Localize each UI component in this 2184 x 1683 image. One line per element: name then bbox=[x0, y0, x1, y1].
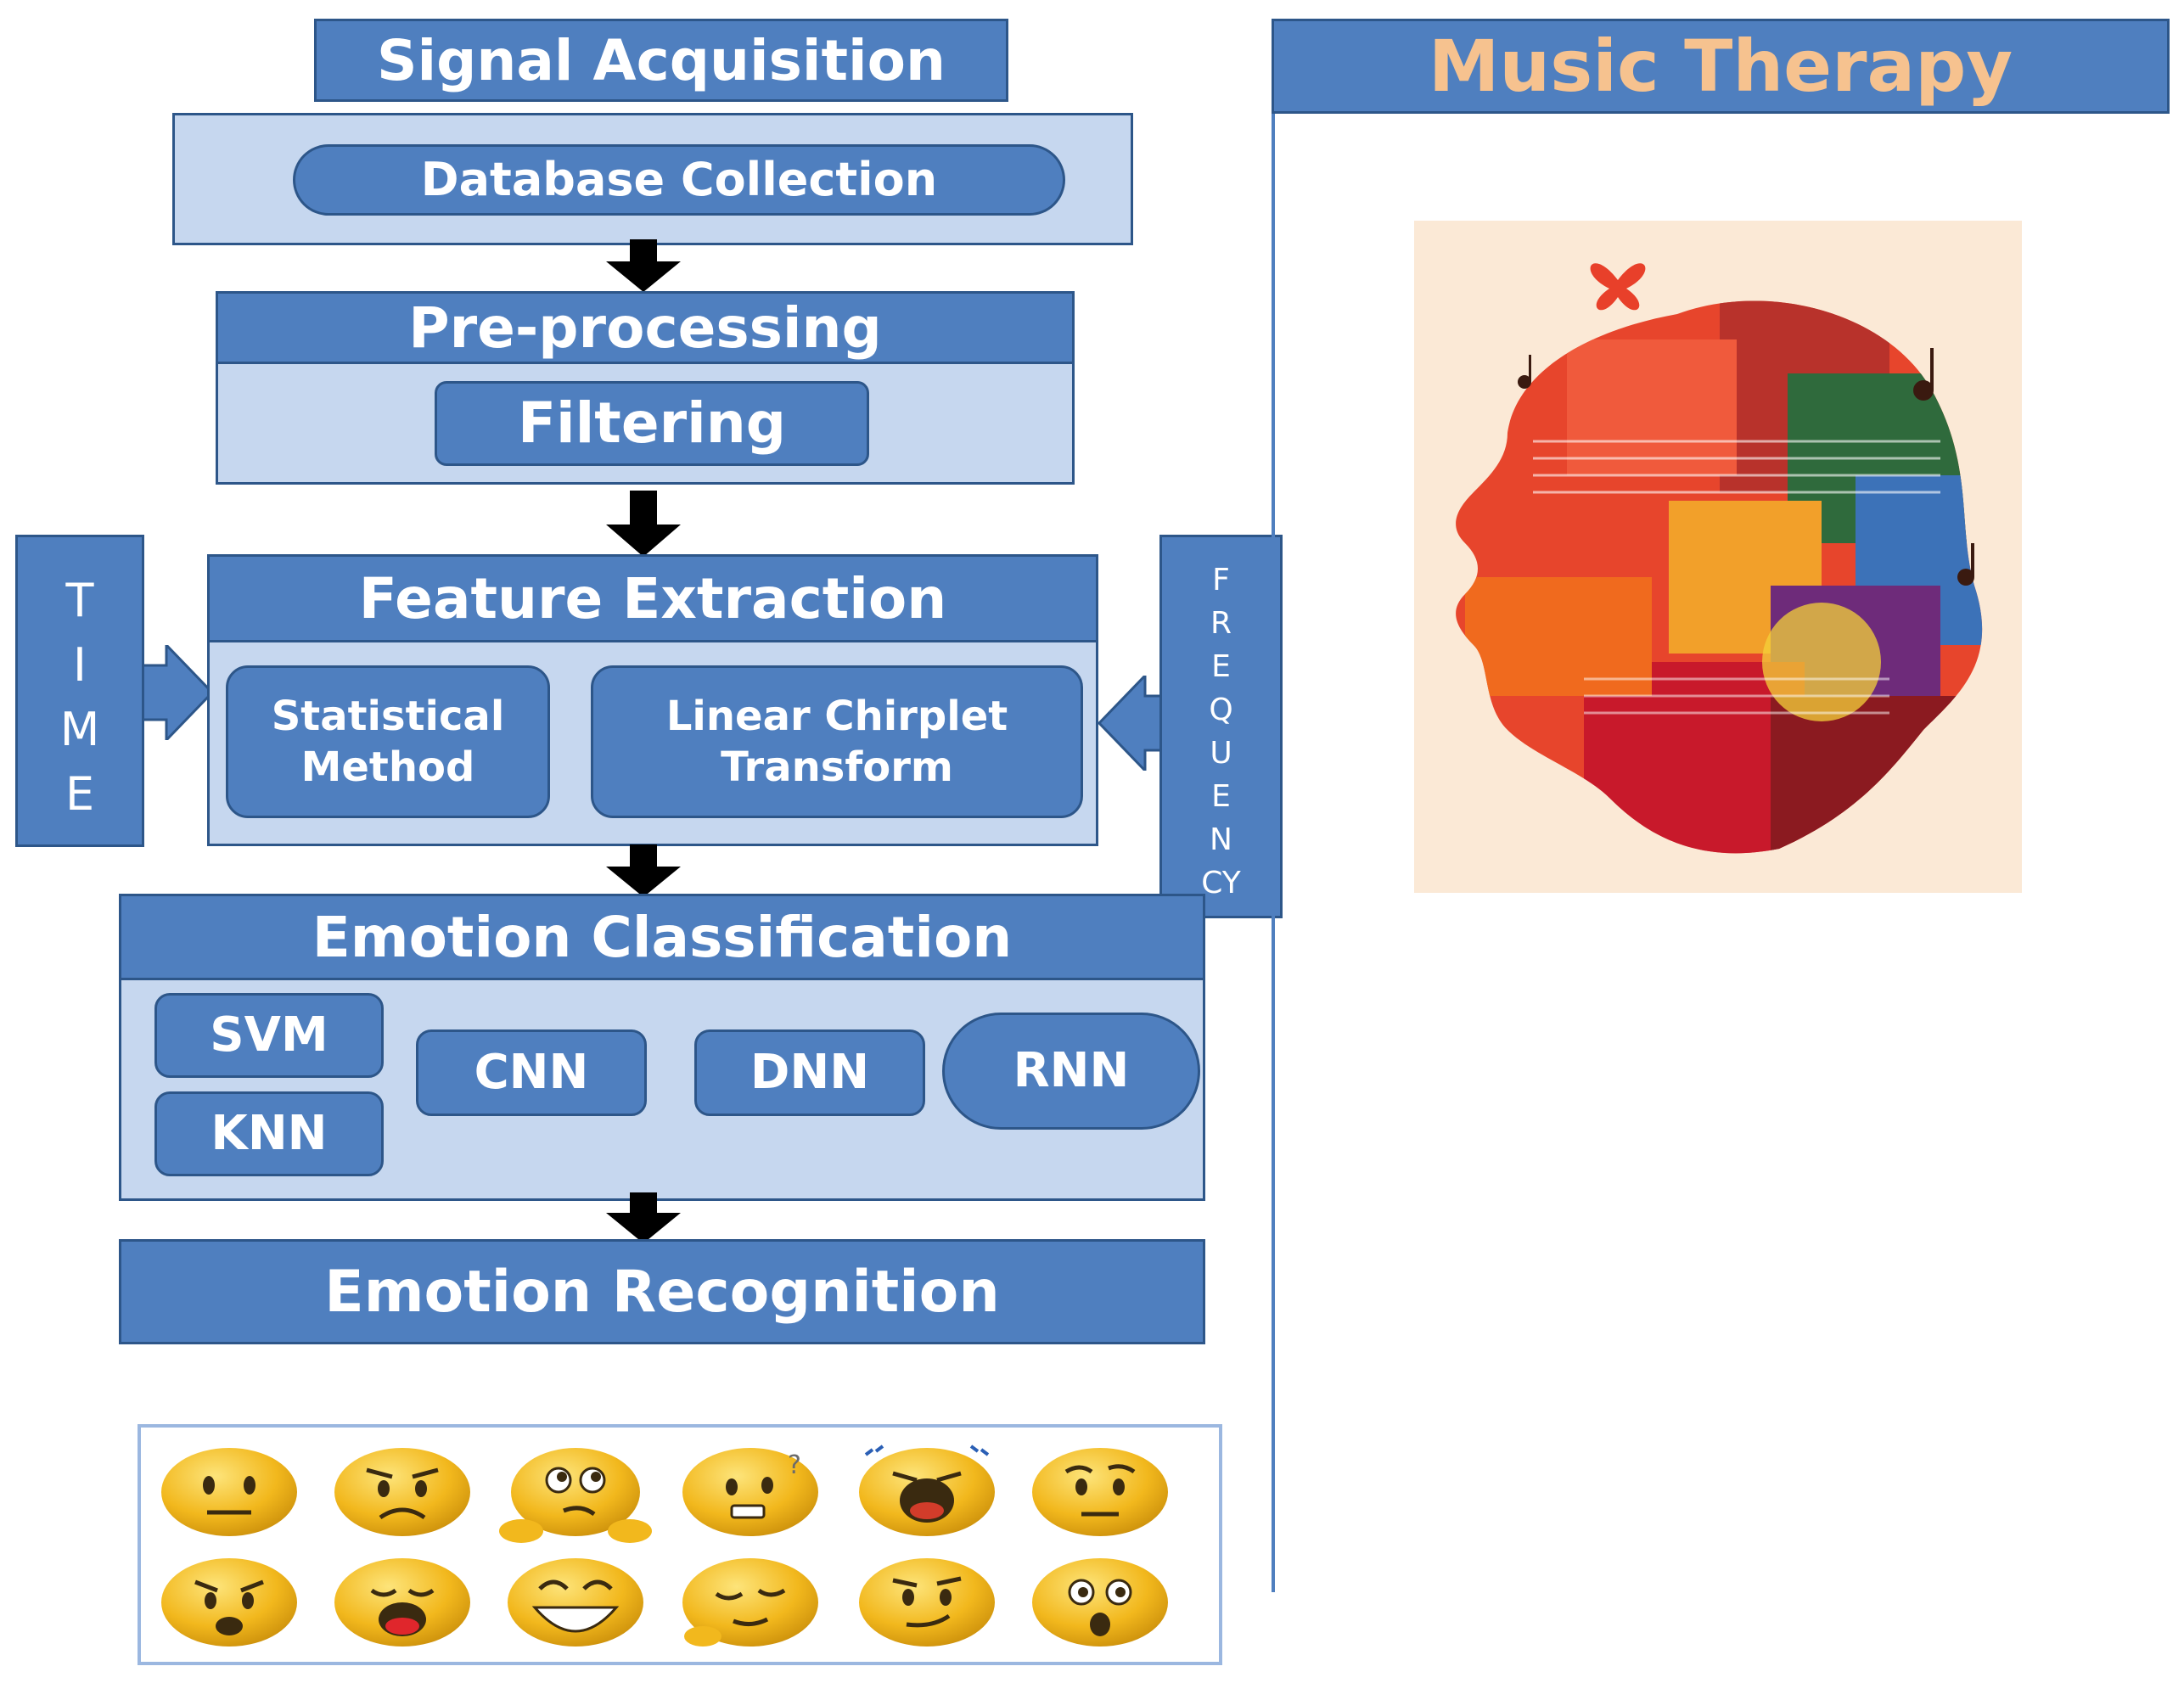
linear-chirplet-line: Transform bbox=[721, 743, 953, 791]
vertical-divider bbox=[1272, 114, 1275, 1592]
preprocessing-header: Pre-processing bbox=[216, 291, 1075, 364]
surprised-face-icon bbox=[1032, 1558, 1168, 1647]
time-label: T I M E bbox=[15, 569, 144, 827]
yawning-face-icon bbox=[334, 1558, 470, 1647]
skeptical-face-icon bbox=[1032, 1448, 1168, 1536]
frequency-letter: F bbox=[1212, 563, 1230, 597]
frequency-label: F R E Q U E N CY bbox=[1159, 558, 1283, 905]
signal-acquisition-label: Signal Acquisition bbox=[377, 27, 946, 93]
time-letter: T bbox=[65, 574, 94, 627]
screaming-face-icon bbox=[859, 1445, 995, 1536]
frequency-letter: Q bbox=[1209, 693, 1233, 727]
time-arrow-icon bbox=[136, 645, 214, 740]
feature-extraction-header: Feature Extraction bbox=[207, 554, 1098, 642]
emoji-panel bbox=[138, 1424, 1222, 1665]
arrow-down-icon bbox=[606, 1192, 681, 1243]
emotion-classification-label: Emotion Classification bbox=[312, 904, 1013, 970]
frequency-letter: E bbox=[1211, 779, 1231, 814]
svg-text:?: ? bbox=[788, 1450, 801, 1480]
neutral-face-icon bbox=[161, 1448, 297, 1536]
database-collection-pill: Database Collection bbox=[293, 144, 1065, 216]
svm-pill: SVM bbox=[154, 993, 384, 1078]
statistical-method-line: Method bbox=[300, 743, 475, 791]
colorful-music-head-icon bbox=[1414, 221, 2022, 893]
time-letter: M bbox=[59, 703, 100, 756]
knn-label: KNN bbox=[211, 1106, 328, 1161]
preprocessing-label: Pre-processing bbox=[408, 295, 882, 361]
smirking-face-icon bbox=[859, 1558, 995, 1647]
knn-pill: KNN bbox=[154, 1091, 384, 1176]
svm-label: SVM bbox=[210, 1007, 328, 1063]
filtering-pill: Filtering bbox=[435, 381, 869, 466]
frequency-letter: CY bbox=[1201, 866, 1241, 900]
sleepy-face-icon bbox=[682, 1558, 818, 1647]
linear-chirplet-pill: Linear Chirplet Transform bbox=[591, 665, 1083, 818]
signal-acquisition-header: Signal Acquisition bbox=[314, 19, 1008, 102]
statistical-method-line: Statistical bbox=[271, 693, 505, 740]
emoji-grid: ? bbox=[161, 1445, 1168, 1647]
frequency-letter: U bbox=[1210, 736, 1232, 771]
thinking-face-icon bbox=[499, 1448, 652, 1543]
statistical-method-pill: Statistical Method bbox=[226, 665, 550, 818]
time-block bbox=[15, 535, 144, 847]
frequency-letter: E bbox=[1211, 649, 1231, 684]
music-therapy-title: Music Therapy bbox=[1428, 25, 2013, 108]
frequency-block bbox=[1159, 535, 1283, 918]
music-therapy-header: Music Therapy bbox=[1272, 19, 2170, 114]
worried-face-icon bbox=[334, 1448, 470, 1536]
time-letter: I bbox=[73, 638, 87, 692]
dnn-pill: DNN bbox=[694, 1029, 925, 1116]
emotion-recognition-header: Emotion Recognition bbox=[119, 1239, 1205, 1344]
grinning-face-icon bbox=[508, 1558, 643, 1647]
dnn-label: DNN bbox=[750, 1045, 870, 1100]
linear-chirplet-line: Linear Chirplet bbox=[665, 693, 1008, 740]
frequency-letter: R bbox=[1210, 606, 1232, 641]
confused-face-icon: ? bbox=[682, 1448, 818, 1536]
anxious-face-icon bbox=[161, 1558, 297, 1647]
filtering-label: Filtering bbox=[517, 390, 787, 456]
rnn-pill: RNN bbox=[942, 1013, 1200, 1130]
emotion-classification-header: Emotion Classification bbox=[119, 894, 1205, 980]
butterfly-icon bbox=[1590, 263, 1646, 311]
emotion-recognition-label: Emotion Recognition bbox=[324, 1258, 1000, 1326]
cnn-label: CNN bbox=[474, 1045, 589, 1100]
cnn-pill: CNN bbox=[416, 1029, 647, 1116]
arrow-down-icon bbox=[606, 491, 681, 557]
rnn-label: RNN bbox=[1013, 1043, 1130, 1098]
arrow-down-icon bbox=[606, 844, 681, 897]
database-collection-label: Database Collection bbox=[420, 153, 938, 207]
arrow-down-icon bbox=[606, 239, 681, 292]
feature-extraction-label: Feature Extraction bbox=[358, 565, 947, 631]
time-letter: E bbox=[65, 767, 95, 821]
frequency-letter: N bbox=[1210, 822, 1232, 857]
